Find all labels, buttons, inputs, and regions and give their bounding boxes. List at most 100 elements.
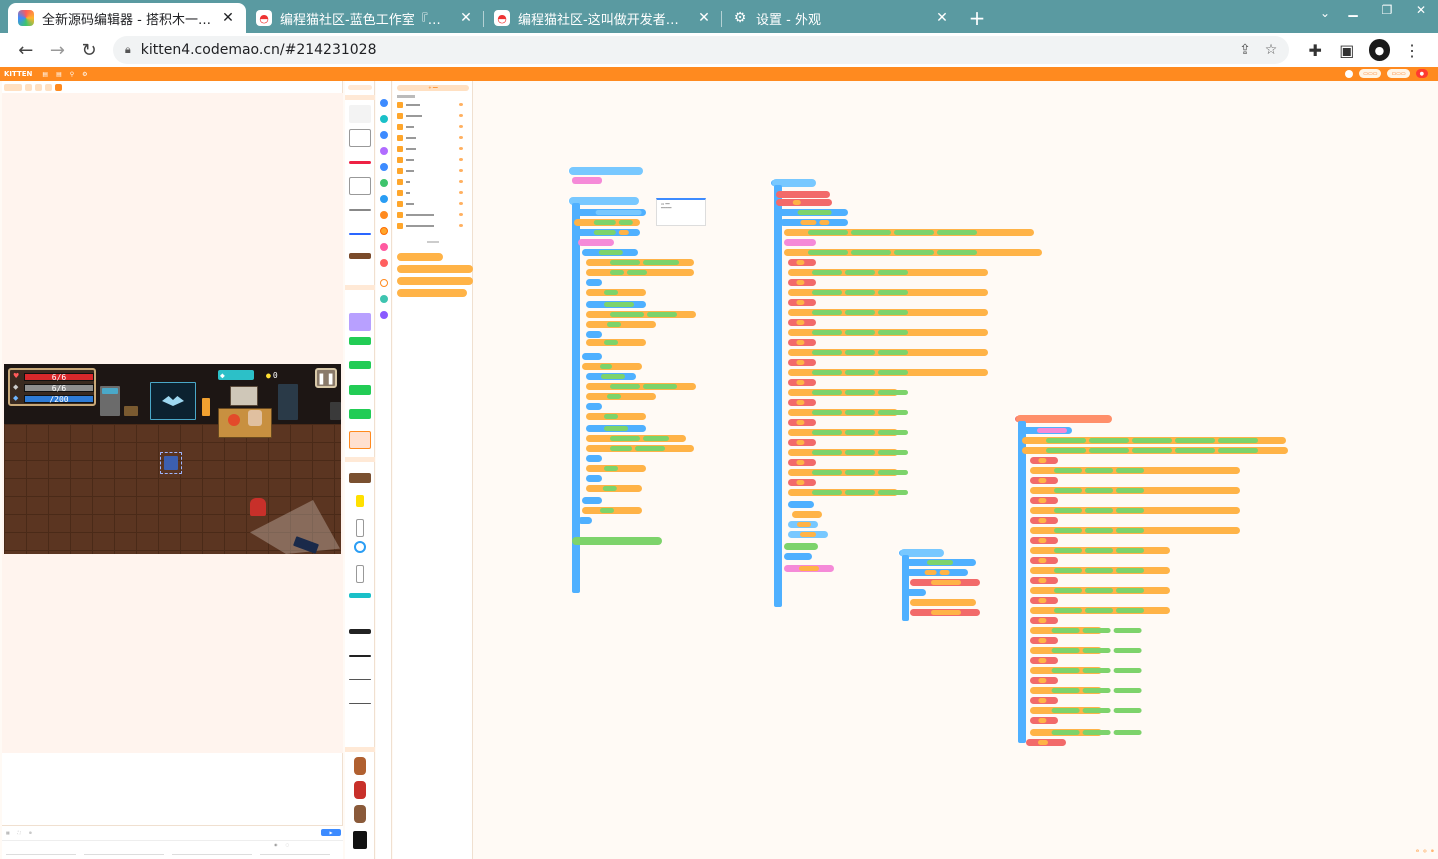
close-icon[interactable]: ✕ bbox=[698, 10, 710, 26]
bookmark-star-icon[interactable]: ☆ bbox=[1264, 42, 1278, 58]
value-block[interactable] bbox=[604, 302, 634, 307]
value-block[interactable] bbox=[1037, 428, 1067, 433]
zoom-in-icon[interactable]: ⊕ bbox=[1430, 848, 1434, 853]
c-block-arm[interactable] bbox=[1018, 421, 1026, 743]
add-sprite-button[interactable] bbox=[348, 85, 372, 90]
value-block[interactable] bbox=[1054, 608, 1082, 613]
hat-block[interactable] bbox=[772, 179, 816, 187]
y-field[interactable] bbox=[84, 853, 164, 855]
value-block[interactable] bbox=[1132, 448, 1172, 453]
sprite-thumbnail[interactable] bbox=[354, 757, 366, 775]
value-block[interactable] bbox=[878, 350, 908, 355]
value-block[interactable] bbox=[604, 414, 618, 419]
sprite-thumbnail[interactable] bbox=[353, 831, 367, 849]
value-block[interactable] bbox=[1089, 438, 1129, 443]
value-block[interactable] bbox=[600, 508, 614, 513]
value-block[interactable] bbox=[799, 566, 819, 571]
value-block[interactable] bbox=[1085, 508, 1113, 513]
pause-button[interactable]: ❚❚ bbox=[315, 368, 337, 388]
value-block[interactable] bbox=[812, 270, 842, 275]
value-block[interactable] bbox=[878, 330, 908, 335]
sprite-thumbnail[interactable] bbox=[349, 409, 371, 419]
value-block[interactable] bbox=[593, 220, 616, 225]
value-block[interactable] bbox=[1051, 708, 1080, 713]
statement-block[interactable] bbox=[906, 589, 926, 596]
browser-tab-kitten-editor[interactable]: 全新源码编辑器 - 搭积木一样有趣 ✕ bbox=[8, 3, 246, 33]
category-events-icon[interactable] bbox=[380, 99, 388, 107]
value-block[interactable] bbox=[812, 390, 842, 395]
variable-item[interactable] bbox=[397, 200, 467, 207]
game-stage[interactable]: ♥ 6/6 ◆ 6/6 ◆ /200 ◆ ● 0 ❚❚ bbox=[4, 364, 341, 554]
value-block[interactable] bbox=[601, 374, 625, 379]
browser-tab-codemao-dev[interactable]: ◓ 编程猫社区-这叫做开发者模式... ✕ bbox=[484, 3, 722, 33]
value-block[interactable] bbox=[894, 230, 934, 235]
value-block[interactable] bbox=[1054, 508, 1082, 513]
hat-block[interactable] bbox=[569, 197, 639, 205]
value-block[interactable] bbox=[1113, 668, 1142, 673]
hat-block[interactable] bbox=[569, 167, 643, 175]
value-block[interactable] bbox=[878, 410, 908, 415]
browser-tab-codemao-studio[interactable]: ◓ 编程猫社区-蓝色工作室『无门槛 ✕ bbox=[246, 3, 484, 33]
palette-set-variable-block[interactable] bbox=[397, 265, 473, 273]
category-lists-icon[interactable] bbox=[380, 243, 388, 251]
value-block[interactable] bbox=[1038, 618, 1047, 623]
browser-tab-settings[interactable]: ⚙ 设置 - 外观 ✕ bbox=[722, 3, 960, 33]
sprite-thumbnail[interactable] bbox=[349, 337, 371, 345]
category-looks-icon[interactable] bbox=[380, 147, 388, 155]
value-block[interactable] bbox=[808, 250, 848, 255]
value-block[interactable] bbox=[812, 350, 842, 355]
sprite-thumbnail[interactable] bbox=[356, 495, 364, 507]
zoom-out-icon[interactable]: ⊖ bbox=[1415, 848, 1420, 853]
value-block[interactable] bbox=[1175, 438, 1215, 443]
edit-menu-icon[interactable]: ▤ bbox=[56, 70, 62, 78]
value-block[interactable] bbox=[600, 364, 612, 369]
value-block[interactable] bbox=[812, 330, 842, 335]
value-block[interactable] bbox=[610, 312, 644, 317]
reporter-block[interactable] bbox=[572, 537, 662, 545]
value-block[interactable] bbox=[647, 312, 677, 317]
statement-block[interactable] bbox=[586, 383, 696, 390]
value-block[interactable] bbox=[1218, 448, 1258, 453]
statement-block[interactable] bbox=[586, 475, 602, 482]
value-block[interactable] bbox=[845, 470, 875, 475]
value-block[interactable] bbox=[927, 560, 953, 565]
value-block[interactable] bbox=[1116, 568, 1144, 573]
statement-block[interactable] bbox=[586, 403, 602, 410]
sprite-thumbnail[interactable] bbox=[349, 129, 371, 147]
value-block[interactable] bbox=[1051, 648, 1080, 653]
value-block[interactable] bbox=[812, 410, 842, 415]
value-block[interactable] bbox=[1038, 458, 1047, 463]
value-block[interactable] bbox=[610, 384, 640, 389]
sprite-thumbnail[interactable] bbox=[349, 593, 371, 598]
value-block[interactable] bbox=[1038, 538, 1047, 543]
statement-block[interactable] bbox=[578, 517, 592, 524]
value-block[interactable] bbox=[800, 220, 817, 225]
value-block[interactable] bbox=[796, 460, 805, 465]
value-block[interactable] bbox=[796, 400, 805, 405]
value-block[interactable] bbox=[845, 290, 875, 295]
value-block[interactable] bbox=[1054, 488, 1082, 493]
statement-block[interactable] bbox=[586, 455, 602, 462]
close-icon[interactable]: ✕ bbox=[460, 10, 472, 26]
lock-sprite-icon[interactable]: ◌ bbox=[285, 842, 290, 847]
variable-item[interactable] bbox=[397, 134, 467, 141]
statement-block[interactable] bbox=[578, 239, 614, 246]
sprite-thumbnail[interactable] bbox=[349, 313, 371, 331]
sprite-thumbnail[interactable] bbox=[354, 805, 366, 823]
value-block[interactable] bbox=[602, 486, 617, 491]
block-comment[interactable]: ▭ ━━━━━━━ bbox=[656, 198, 706, 226]
value-block[interactable] bbox=[797, 522, 811, 527]
value-block[interactable] bbox=[878, 490, 908, 495]
side-panel-icon[interactable]: ▣ bbox=[1339, 40, 1355, 60]
sprite-group-header[interactable] bbox=[345, 285, 375, 290]
sprite-thumbnail-selected[interactable] bbox=[349, 431, 371, 449]
value-block[interactable] bbox=[1113, 648, 1142, 653]
value-block[interactable] bbox=[812, 290, 842, 295]
stage-mode-button[interactable] bbox=[4, 83, 22, 91]
value-block[interactable] bbox=[812, 470, 842, 475]
run-button[interactable]: ▶ bbox=[321, 829, 341, 836]
value-block[interactable] bbox=[1054, 468, 1082, 473]
value-block[interactable] bbox=[845, 450, 875, 455]
sprite-thumbnail[interactable] bbox=[349, 629, 371, 634]
value-block[interactable] bbox=[1085, 528, 1113, 533]
